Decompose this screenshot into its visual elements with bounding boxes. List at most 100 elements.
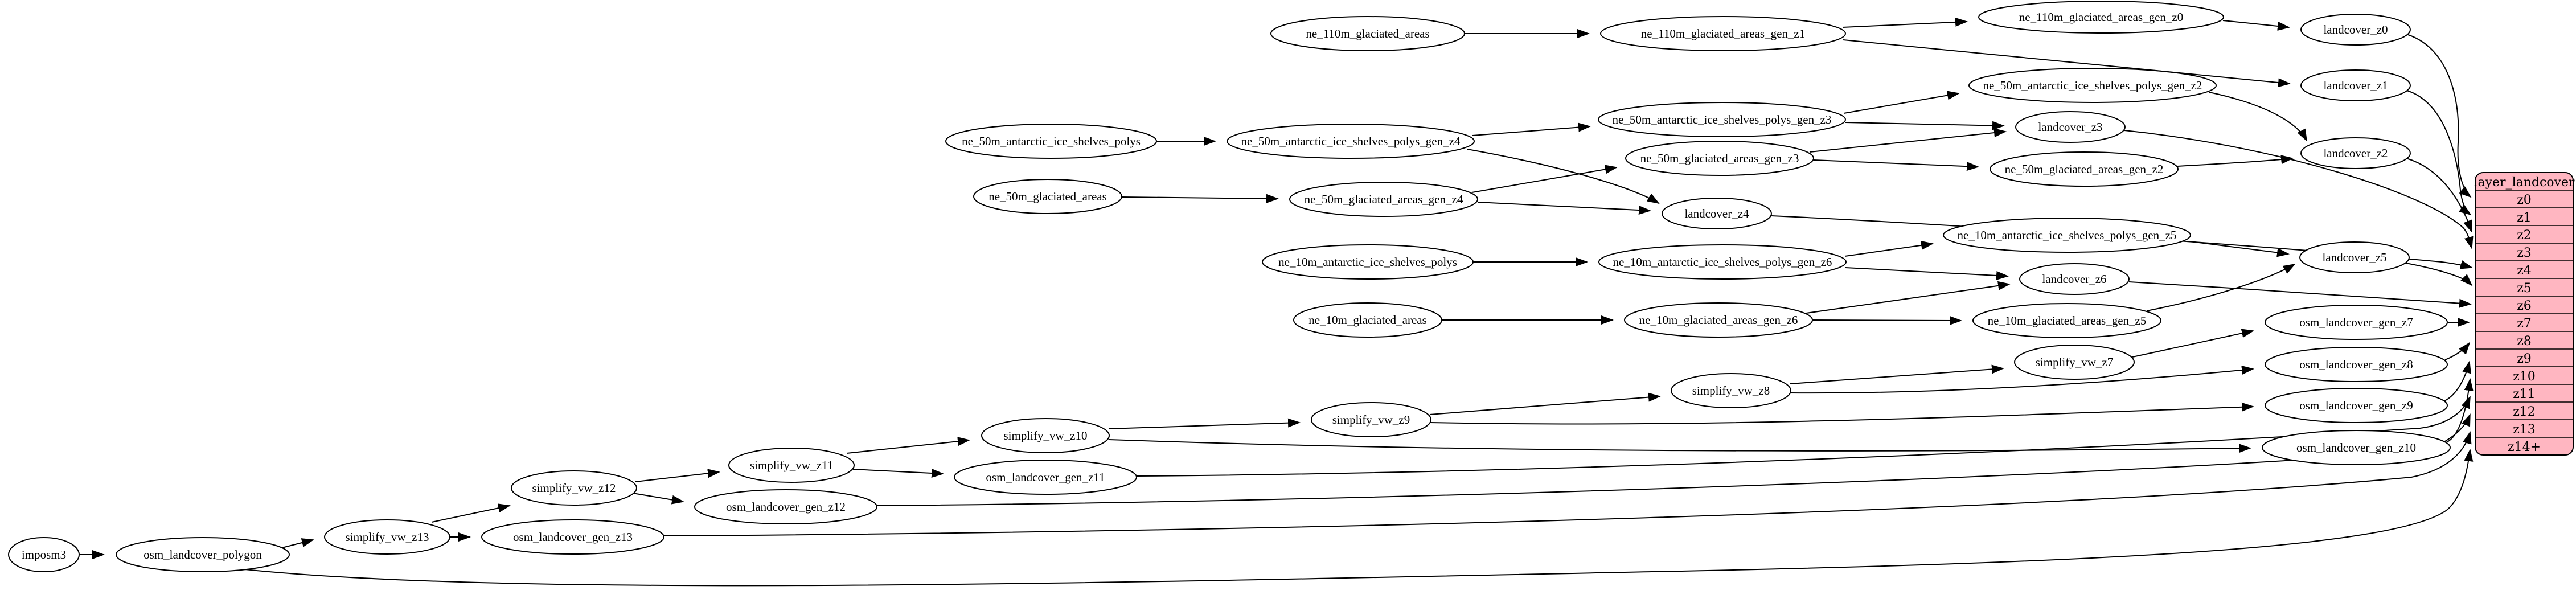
edge-ne50m-glaciated-gen-z4-to-gen-z3	[1471, 165, 1618, 193]
node-ne-110m-glaciated-areas-gen-z1-shape	[1600, 16, 1846, 51]
node-ne-110m-glaciated-areas-shape	[1270, 16, 1465, 51]
edge-simplify-z12-to-simplify-z11	[635, 469, 720, 482]
node-landcover-z5: landcover_z5	[2299, 241, 2410, 273]
edge-ne10m-antarctic-gen-z6-to-landcover-z6	[1845, 267, 2009, 280]
edge-landcover-z0-to-row-z0	[2407, 34, 2472, 198]
node-landcover-z6-label: landcover_z6	[2042, 272, 2106, 286]
edge-polygon-to-row-z14plus	[244, 449, 2474, 587]
node-landcover-z4-label: landcover_z4	[1684, 207, 1749, 220]
edge-simplify-z11-to-gen-z11	[852, 468, 944, 478]
node-osm-landcover-gen-z12: osm_landcover_gen_z12	[694, 489, 877, 524]
node-osm-landcover-gen-z13: osm_landcover_gen_z13	[481, 519, 664, 555]
node-ne-10m-antarctic-ice-shelves-polys-gen-z5-label: ne_10m_antarctic_ice_shelves_polys_gen_z…	[1958, 228, 2177, 242]
node-ne-50m-antarctic-ice-shelves-polys-gen-z2-label: ne_50m_antarctic_ice_shelves_polys_gen_z…	[1983, 79, 2202, 92]
node-osm-landcover-gen-z12-label: osm_landcover_gen_z12	[726, 500, 846, 514]
node-osm-landcover-gen-z8-label: osm_landcover_gen_z8	[2299, 358, 2413, 371]
node-landcover-z6: landcover_z6	[2019, 263, 2130, 295]
node-ne-110m-glaciated-areas-gen-z0-label: ne_110m_glaciated_areas_gen_z0	[2019, 10, 2183, 24]
edge-ne50m-antarctic-gen-z4-to-landcover-z4	[1467, 149, 1660, 204]
table-row-z13: z13	[2513, 423, 2536, 437]
node-ne-50m-antarctic-ice-shelves-polys-gen-z4-shape	[1227, 124, 1475, 159]
node-ne-50m-glaciated-areas-gen-z2-shape	[1990, 151, 2179, 187]
node-ne-50m-antarctic-ice-shelves-polys-gen-z3: ne_50m_antarctic_ice_shelves_polys_gen_z…	[1598, 102, 1846, 137]
edge-ne50m-antarctic-gen-z3-to-gen-z2	[1843, 91, 1960, 114]
node-ne-50m-glaciated-areas-gen-z4-shape	[1289, 182, 1478, 217]
node-ne-10m-glaciated-areas-gen-z5-label: ne_10m_glaciated_areas_gen_z5	[1988, 314, 2147, 327]
edge-simplify-z9-to-simplify-z8	[1429, 392, 1661, 415]
node-ne-110m-glaciated-areas-label: ne_110m_glaciated_areas	[1306, 27, 1429, 40]
edge-ne50m-antarctic-gen-z3-to-landcover-z3	[1845, 121, 2005, 130]
edge-ne50m-glaciated-gen-z3-to-landcover-z3	[1809, 128, 2007, 153]
node-landcover-z6-shape	[2019, 263, 2130, 295]
node-ne-50m-glaciated-areas-gen-z4: ne_50m_glaciated_areas_gen_z4	[1289, 182, 1478, 217]
node-osm-landcover-polygon-shape	[116, 537, 290, 572]
node-simplify-vw-z13: simplify_vw_z13	[324, 519, 450, 555]
edge-ne50m-glaciated-gen-z4-to-landcover-z4	[1477, 202, 1651, 215]
edge-gen-z8-to-row-z8	[2444, 342, 2471, 360]
table-row-z10: z10	[2513, 370, 2536, 384]
node-ne-50m-antarctic-ice-shelves-polys-gen-z2-shape	[1968, 68, 2217, 103]
edge-ne10m-antarctic-gen-z6-to-gen-z5	[1844, 240, 1934, 257]
table-row-z11: z11	[2513, 387, 2536, 401]
table-row-z2: z2	[2517, 228, 2532, 243]
node-landcover-z5-label: landcover_z5	[2322, 251, 2386, 264]
node-landcover-z5-shape	[2299, 241, 2410, 273]
node-osm-landcover-gen-z13-shape	[481, 519, 664, 555]
node-simplify-vw-z10-shape	[981, 418, 1110, 453]
edge-landcover-z6-to-row-z6	[2128, 281, 2472, 308]
table-row-z14plus: z14+	[2508, 440, 2541, 454]
node-simplify-vw-z9: simplify_vw_z9	[1311, 402, 1431, 437]
edge-landcover-z5-to-row-z5	[2402, 262, 2473, 286]
node-ne-50m-glaciated-areas-gen-z3: ne_50m_glaciated_areas_gen_z3	[1625, 141, 1814, 176]
edge-ne10m-glaciated-gen-z6-to-gen-z5	[1812, 315, 1962, 325]
table-layer-landcover: layer_landcover z0 z1 z2 z3 z4 z5 z6 z7 …	[2474, 172, 2575, 456]
node-simplify-vw-z12: simplify_vw_z12	[511, 470, 637, 506]
edge-simplify-z13-to-simplify-z12	[431, 503, 511, 523]
node-osm-landcover-gen-z12-shape	[694, 489, 877, 524]
edge-simplify-z10-to-simplify-z9	[1108, 418, 1301, 429]
node-simplify-vw-z8: simplify_vw_z8	[1671, 373, 1791, 408]
node-imposm3: imposm3	[8, 537, 80, 572]
node-simplify-vw-z12-label: simplify_vw_z12	[532, 481, 616, 495]
node-landcover-z4: landcover_z4	[1662, 198, 1772, 229]
node-ne-10m-glaciated-areas-shape	[1293, 302, 1442, 338]
node-ne-50m-glaciated-areas-gen-z2: ne_50m_glaciated_areas_gen_z2	[1990, 151, 2179, 187]
node-ne-10m-antarctic-ice-shelves-polys-shape	[1262, 244, 1474, 280]
node-simplify-vw-z7-shape	[2014, 345, 2135, 380]
node-simplify-vw-z8-shape	[1671, 373, 1791, 408]
node-ne-10m-antarctic-ice-shelves-polys-gen-z5: ne_10m_antarctic_ice_shelves_polys_gen_z…	[1943, 218, 2191, 253]
node-ne-10m-antarctic-ice-shelves-polys-label: ne_10m_antarctic_ice_shelves_polys	[1278, 255, 1457, 269]
node-simplify-vw-z11-shape	[728, 448, 855, 483]
node-landcover-z1-label: landcover_z1	[2323, 79, 2388, 92]
table-row-z9: z9	[2517, 352, 2532, 366]
node-ne-50m-glaciated-areas-gen-z2-label: ne_50m_glaciated_areas_gen_z2	[2005, 162, 2164, 176]
edge-polygon-to-simplify-vw-z13	[281, 538, 314, 548]
node-simplify-vw-z7: simplify_vw_z7	[2014, 345, 2135, 380]
node-ne-50m-glaciated-areas-gen-z3-shape	[1625, 141, 1814, 176]
edge-ne110m-gen-z1-to-landcover-z1	[1843, 39, 2291, 88]
node-ne-50m-antarctic-ice-shelves-polys: ne_50m_antarctic_ice_shelves_polys	[945, 124, 1157, 159]
node-ne-50m-antarctic-ice-shelves-polys-gen-z3-label: ne_50m_antarctic_ice_shelves_polys_gen_z…	[1613, 113, 1832, 126]
edge-gen-z13-to-row-z13	[663, 431, 2472, 536]
edge-simplify-z12-to-gen-z12	[632, 493, 684, 505]
table-row-z4: z4	[2517, 264, 2532, 278]
node-landcover-z2-shape	[2300, 137, 2411, 169]
node-landcover-z3-label: landcover_z3	[2038, 120, 2102, 134]
node-ne-50m-glaciated-areas: ne_50m_glaciated_areas	[973, 179, 1122, 214]
edge-ne50m-antarctic-gen-z2-to-landcover-z2	[2209, 92, 2307, 142]
edge-ne50m-glaciated-to-gen-z4	[1121, 194, 1279, 203]
node-osm-landcover-gen-z7: osm_landcover_gen_z7	[2265, 305, 2448, 340]
node-ne-50m-glaciated-areas-label: ne_50m_glaciated_areas	[988, 190, 1107, 203]
node-simplify-vw-z10: simplify_vw_z10	[981, 418, 1110, 453]
edge-simplify-z8-to-gen-z8	[1790, 365, 2254, 394]
node-landcover-z3: landcover_z3	[2015, 111, 2126, 143]
edge-ne50m-glaciated-gen-z3-to-gen-z2	[1813, 159, 1979, 171]
node-simplify-vw-z9-label: simplify_vw_z9	[1332, 413, 1410, 427]
node-simplify-vw-z11: simplify_vw_z11	[728, 448, 855, 483]
node-simplify-vw-z13-shape	[324, 519, 450, 555]
node-osm-landcover-gen-z10-shape	[2262, 430, 2451, 465]
node-landcover-z3-shape	[2015, 111, 2126, 143]
node-ne-10m-glaciated-areas: ne_10m_glaciated_areas	[1293, 302, 1442, 338]
node-ne-50m-antarctic-ice-shelves-polys-shape	[945, 124, 1157, 159]
